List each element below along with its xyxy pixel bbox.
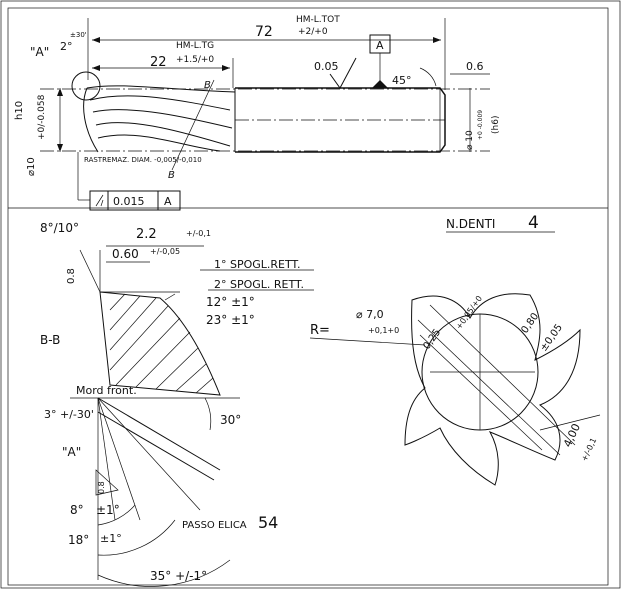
flute-4	[95, 122, 231, 147]
dim-025-tol: +0,05/+0	[454, 294, 484, 331]
detail-angle-30: 30°	[220, 413, 241, 427]
shank-fit: (h6)	[491, 116, 501, 134]
detail-angle-35: 35° +/-1°	[150, 569, 207, 583]
diag-axis-3	[419, 334, 543, 451]
roughness-value: 0.05	[314, 60, 339, 73]
arc-30	[204, 397, 212, 431]
helix-pitch-value: 54	[258, 513, 278, 532]
edge-line-3	[97, 397, 201, 511]
radius-label: R=	[310, 323, 330, 338]
flute-3	[92, 109, 233, 129]
chamfer-arc	[419, 67, 437, 87]
section-bb: 8°/10° 2.2 +/-0,1 0.60 +/-0,05 0.8 1° SP…	[40, 221, 314, 396]
teeth-label: N.DENTI	[446, 217, 495, 231]
edge-line-2	[97, 411, 215, 481]
chamfer-angle: 45°	[392, 74, 412, 87]
teeth-count: 4	[528, 213, 539, 233]
bb-height: 0.8	[66, 268, 77, 284]
end-teeth-profile	[404, 293, 581, 486]
section-label: B-B	[40, 333, 60, 347]
section-mark-bottom: B	[168, 170, 175, 181]
bb-angle-top: 8°/10°	[40, 221, 79, 235]
detail-ref-a: "A"	[30, 45, 49, 59]
helix-length-tol: +1.5/+0	[176, 55, 214, 65]
detail-height: 0.8	[97, 481, 106, 494]
detail-a: Mord front. 3° +/-30' 30° "A" 0.8 8° ±1°…	[44, 384, 278, 587]
angle-line-1	[79, 249, 101, 293]
end-diameter: ⌀ 7,0	[356, 308, 384, 321]
dim-025: 0,25	[421, 327, 443, 352]
helix-pitch-label: PASSO ELICA	[182, 520, 247, 531]
cut-tol: +0/-0.058	[37, 94, 47, 140]
cut-diameter: ⌀10	[26, 157, 37, 176]
rake-1-label: 1° SPOGL.RETT.	[214, 258, 300, 271]
arc-35	[97, 559, 231, 587]
flute-5	[97, 134, 221, 152]
detail-angle-18-tol: ±1°	[100, 532, 122, 545]
roughness-symbol	[329, 57, 357, 89]
detail-angle-8-tol: ±1°	[96, 503, 120, 517]
total-length: 72	[255, 24, 273, 40]
edge-line-1	[97, 397, 221, 471]
runout-value: 0.015	[113, 195, 145, 208]
flute-1	[86, 85, 236, 93]
corner-angle: 2°	[60, 40, 73, 53]
corner-angle-tol: ±30'	[70, 31, 87, 39]
datum-letter: A	[376, 39, 384, 52]
arc-18	[97, 519, 176, 556]
bb-width-2: 0.60	[112, 247, 139, 261]
arc-8	[97, 504, 136, 526]
edge-line-5	[97, 397, 116, 521]
dim-400: 4,00	[561, 422, 583, 450]
helix-length-label: HM-L.TG	[176, 41, 214, 51]
flute-2	[89, 95, 231, 111]
detail-edge-label: Mord front.	[76, 384, 137, 397]
section-hatching	[109, 293, 214, 394]
total-length-label: HM-L.TOT	[296, 15, 340, 25]
section-profile	[99, 291, 221, 396]
cut-fit: h10	[14, 101, 25, 120]
chamfer-length: 0.6	[466, 60, 484, 73]
diag-axis-2	[429, 304, 576, 446]
dim-400-line	[539, 414, 601, 431]
rake-2-label: 2° SPOGL. RETT.	[214, 278, 304, 291]
detail-label: "A"	[62, 445, 81, 459]
taper-note: RASTREMAZ. DIAM. -0,005/-0,010	[84, 156, 202, 164]
inner-frame	[7, 7, 609, 586]
edge-line-4	[97, 397, 141, 521]
runout-datum: A	[164, 195, 172, 208]
dim-400-tol: +/-0,1	[580, 436, 599, 462]
end-diameter-tol: +0,1+0	[368, 326, 399, 335]
runout-frame	[89, 190, 181, 211]
section-cut-line	[171, 79, 215, 171]
bb-width-2-tol: +/-0,05	[150, 247, 180, 256]
detail-angle-top: 3° +/-30'	[44, 408, 94, 421]
rake-2-value: 23° ±1°	[206, 313, 255, 327]
bb-width-1-tol: +/-0,1	[186, 229, 211, 238]
shank-tol: +0 -0.009	[477, 110, 484, 140]
rake-arrow	[164, 293, 176, 301]
bb-width-1: 2.2	[136, 227, 157, 242]
tip-triangle	[95, 469, 119, 496]
diag-axis	[417, 319, 561, 456]
tip-outline	[83, 87, 99, 153]
top-view: 72 HM-L.TOT +2/+0 22 HM-L.TG +1.5/+0 "A"…	[14, 15, 501, 211]
shank-diameter: ⌀ 10	[465, 130, 475, 150]
runout-arrow-icon	[95, 194, 104, 207]
radius-leader	[309, 337, 426, 346]
detail-angle-18: 18°	[68, 533, 89, 547]
helix-length: 22	[150, 55, 167, 70]
section-mark-top: B	[204, 80, 211, 91]
end-view: N.DENTI 4 R= ⌀ 7,0 +0,1+0 0,25 +0,05/+0 …	[309, 213, 601, 486]
dim-080-tol: ±0,05	[538, 322, 565, 353]
detail-a-circle	[71, 71, 101, 101]
detail-angle-8: 8°	[70, 503, 84, 517]
total-length-tol: +2/+0	[298, 27, 328, 37]
rake-1-value: 12° ±1°	[206, 295, 255, 309]
datum-triangle	[372, 80, 388, 88]
